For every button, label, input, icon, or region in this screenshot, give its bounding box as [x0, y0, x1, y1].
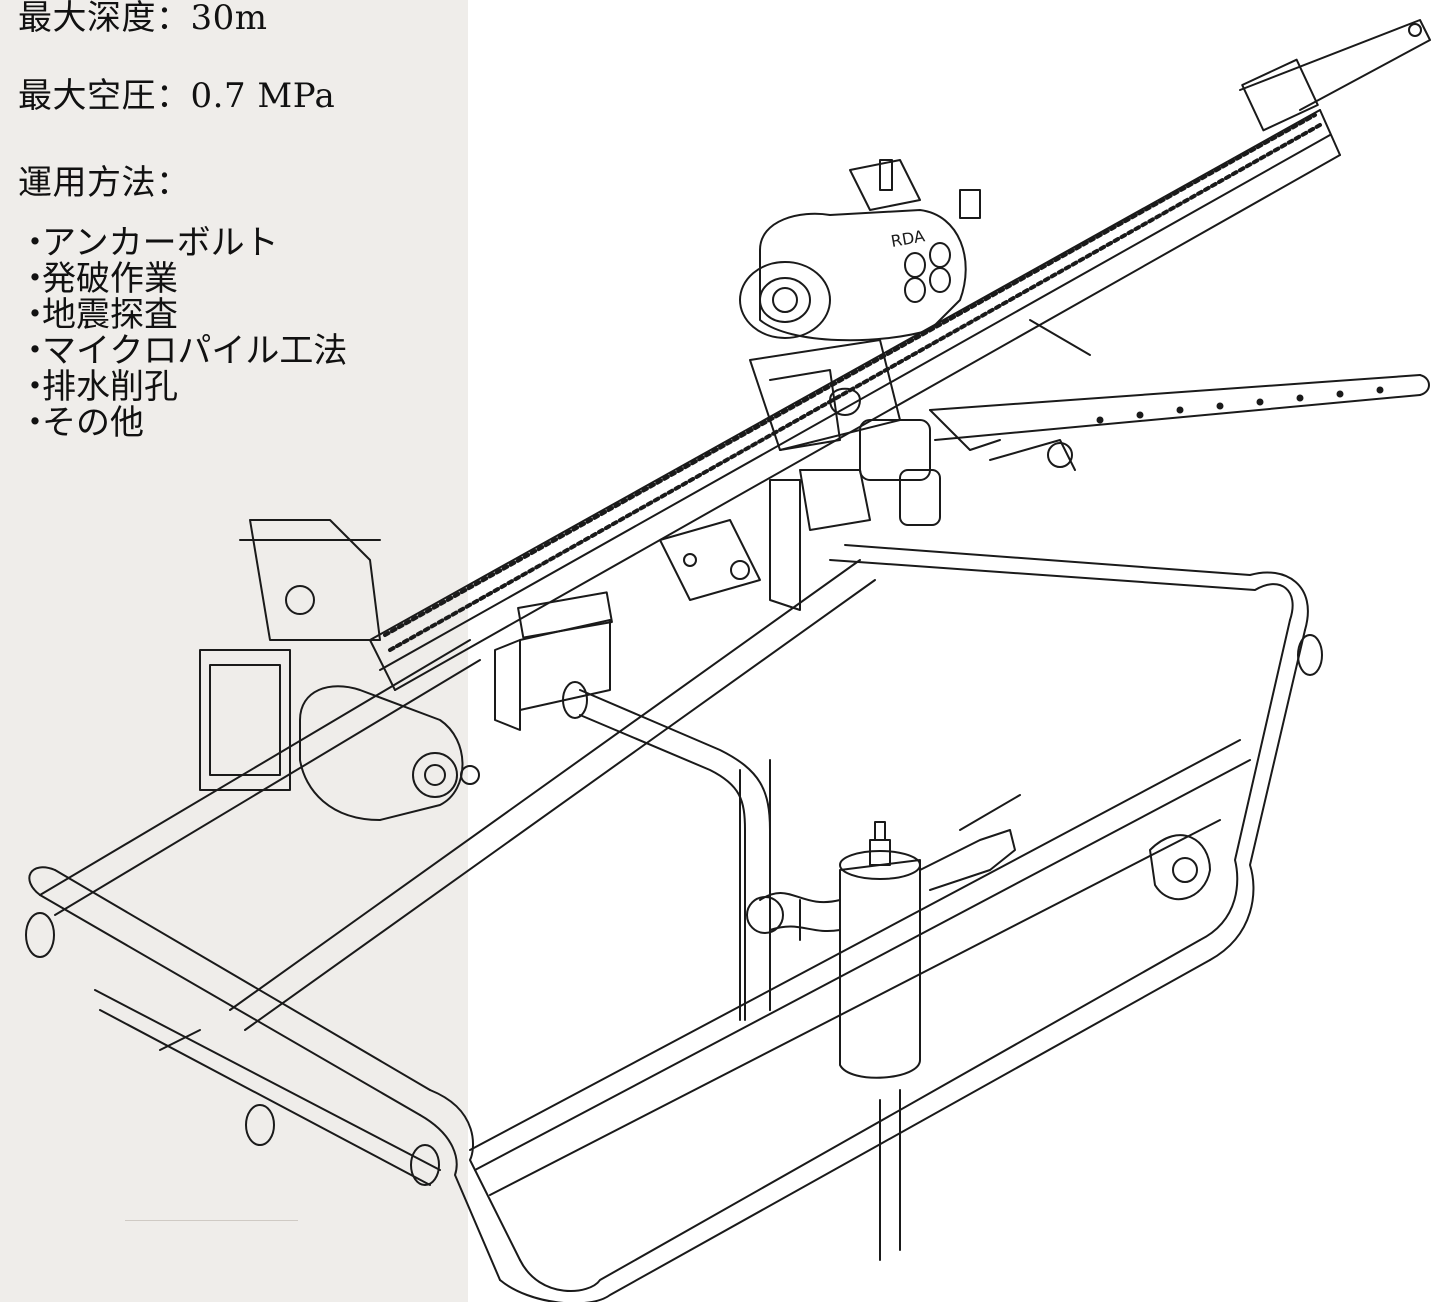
- uses-heading: 運用方法：: [18, 163, 191, 203]
- use-item-seismic: 地震探査: [18, 297, 347, 333]
- use-item-other: その他: [18, 405, 347, 441]
- rda-label: RDA: [889, 226, 926, 251]
- sled-frame: [26, 545, 1322, 1302]
- feed-motor: [200, 520, 479, 820]
- control-lever: [930, 320, 1429, 470]
- divider-line: [125, 1220, 298, 1221]
- use-item-drainage: 排水削孔: [18, 369, 347, 405]
- use-item-micropile: マイクロパイル工法: [18, 333, 347, 369]
- feed-beam: [370, 20, 1430, 690]
- use-item-blasting: 発破作業: [18, 261, 347, 297]
- max-depth-text: 最大深度：30m: [18, 0, 268, 38]
- use-item-anchor-bolt: アンカーボルト: [18, 225, 347, 261]
- max-air-pressure-text: 最大空圧：0.7 MPa: [18, 76, 336, 116]
- uses-list: アンカーボルト 発破作業 地震探査 マイクロパイル工法 排水削孔 その他: [18, 225, 347, 441]
- mast-support-tube: [495, 592, 770, 1020]
- air-lubricator: [747, 795, 1020, 1078]
- rotation-head: [660, 160, 980, 610]
